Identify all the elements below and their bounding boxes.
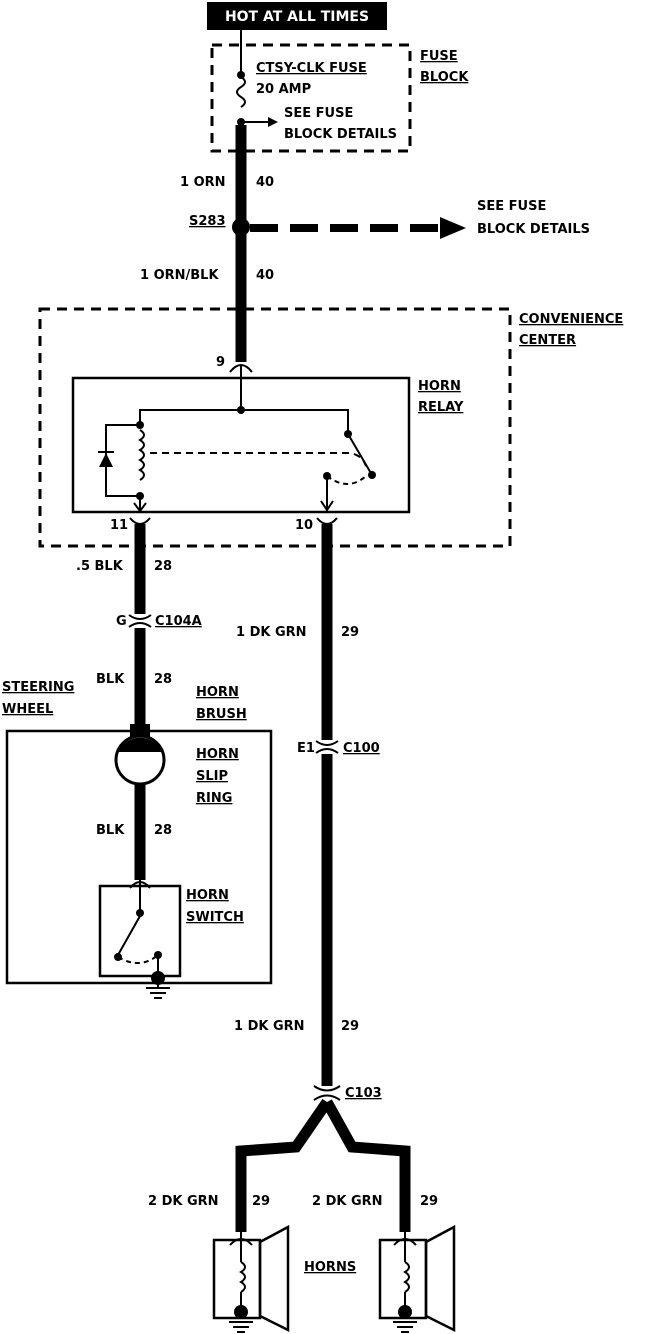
wire-blk-05-size-color: .5 BLK xyxy=(76,559,124,574)
splice-branch-arrow-head xyxy=(440,217,466,239)
relay-coil-icon xyxy=(138,429,145,481)
fuse-rating-label: 20 AMP xyxy=(256,82,311,97)
horn-brush-line2: BRUSH xyxy=(196,707,247,722)
wire-horn-left-size-color: 2 DK GRN xyxy=(148,1194,219,1209)
relay-coil-output-arrow xyxy=(133,502,147,513)
wire-blk-lower-size-color: BLK xyxy=(96,823,125,838)
relay-contact-dashed-return xyxy=(326,475,367,485)
horn-switch-dashed-link xyxy=(117,954,159,964)
c100-name-label: C100 xyxy=(343,741,380,756)
relay-pin-9-label: 9 xyxy=(216,355,225,370)
wire-blk-lower-circuit: 28 xyxy=(154,823,172,838)
relay-output-arrow xyxy=(320,500,334,512)
c104a-connector-bottom xyxy=(128,622,152,628)
relay-pin-11-label: 11 xyxy=(110,518,128,533)
c100-connector-top xyxy=(315,740,339,746)
relay-contact-arm xyxy=(347,433,373,476)
banner-text: HOT AT ALL TIMES xyxy=(225,9,369,25)
c103-connector-top xyxy=(313,1085,341,1092)
fuse-block-title-line1: FUSE xyxy=(420,49,458,64)
wire-dkgrn-upper-size-color: 1 DK GRN xyxy=(236,625,307,640)
c104a-name-label: C104A xyxy=(155,614,202,629)
horn-switch-box xyxy=(98,884,182,978)
wire-blk-upper-size-color: BLK xyxy=(96,672,125,687)
slip-ring-top-cap xyxy=(118,737,162,752)
horn-slip-ring-line1: HORN xyxy=(196,747,239,762)
convenience-center-line2: CENTER xyxy=(519,333,576,348)
wire-orn-size-color: 1 ORN xyxy=(180,175,226,190)
horn-relay-title-line2: RELAY xyxy=(418,400,464,415)
fuse-element-icon xyxy=(236,76,246,108)
wire-horn-left-branch xyxy=(235,1098,332,1232)
c100-connector-bottom xyxy=(315,748,339,754)
wire-orn-blk-size-color: 1 ORN/BLK xyxy=(140,268,219,283)
wire-blk-upper-circuit: 28 xyxy=(154,672,172,687)
hot-at-all-times-banner xyxy=(207,2,387,30)
fuse-details-arrow-head xyxy=(268,117,278,127)
wire-horn-right-circuit: 29 xyxy=(420,1194,438,1209)
fuse-see-details-line2: BLOCK DETAILS xyxy=(284,127,397,142)
horn-switch-line1: HORN xyxy=(186,888,229,903)
relay-armature-dashed-link xyxy=(150,452,367,467)
horn-switch-ground-icon xyxy=(146,978,170,999)
c100-pin-label: E1 xyxy=(297,741,315,756)
wire-dkgrn-upper-circuit: 29 xyxy=(341,625,359,640)
horn-brush-block xyxy=(130,724,150,738)
relay-top-bus xyxy=(139,409,349,432)
steering-wheel-line1: STEERING xyxy=(2,680,74,695)
c104a-pin-label: G xyxy=(116,614,127,629)
splice-see-details-line2: BLOCK DETAILS xyxy=(477,222,590,237)
horn-right-icon xyxy=(378,1224,456,1333)
wire-horn-right-branch xyxy=(322,1099,411,1232)
c104a-connector-top xyxy=(128,614,152,620)
steering-wheel-line2: WHEEL xyxy=(2,702,53,717)
horns-label: HORNS xyxy=(304,1260,356,1275)
convenience-center-outline xyxy=(38,307,512,548)
wire-dkgrn-lower-circuit: 29 xyxy=(341,1019,359,1034)
horn-slip-ring-line3: RING xyxy=(196,791,232,806)
wire-orn-blk-circuit: 40 xyxy=(256,268,274,283)
c103-name-label: C103 xyxy=(345,1086,382,1101)
horn-switch-blade xyxy=(117,915,141,956)
relay-contact-tip xyxy=(368,471,376,479)
pin-10-connector-icon xyxy=(316,517,338,525)
splice-s283-label: S283 xyxy=(189,214,226,229)
wire-dkgrn-lower-size-color: 1 DK GRN xyxy=(234,1019,305,1034)
fuse-terminal-top xyxy=(237,71,245,79)
fuse-block-title-line2: BLOCK xyxy=(420,70,469,85)
relay-diode-loop xyxy=(105,424,140,497)
relay-diode-icon xyxy=(99,453,113,467)
horn-slip-ring-line2: SLIP xyxy=(196,769,228,784)
horn-switch-top-contact xyxy=(136,909,144,917)
convenience-center-line1: CONVENIENCE xyxy=(519,312,623,327)
wire-horn-left-circuit: 29 xyxy=(252,1194,270,1209)
horn-brush-line1: HORN xyxy=(196,685,239,700)
horn-relay-box xyxy=(71,376,411,514)
splice-see-details-line1: SEE FUSE xyxy=(477,199,546,214)
fuse-see-details-line1: SEE FUSE xyxy=(284,106,353,121)
horn-switch-line2: SWITCH xyxy=(186,910,244,925)
wire-orn-circuit: 40 xyxy=(256,175,274,190)
pin-11-connector-icon xyxy=(129,517,151,525)
wire-blk-05-circuit: 28 xyxy=(154,559,172,574)
c103-connector-bottom xyxy=(313,1094,341,1101)
horn-left-icon xyxy=(212,1224,290,1333)
fuse-name-label: CTSY-CLK FUSE xyxy=(256,61,367,76)
wire-horn-right-size-color: 2 DK GRN xyxy=(312,1194,383,1209)
horn-relay-title-line1: HORN xyxy=(418,379,461,394)
relay-pin-10-label: 10 xyxy=(295,518,313,533)
